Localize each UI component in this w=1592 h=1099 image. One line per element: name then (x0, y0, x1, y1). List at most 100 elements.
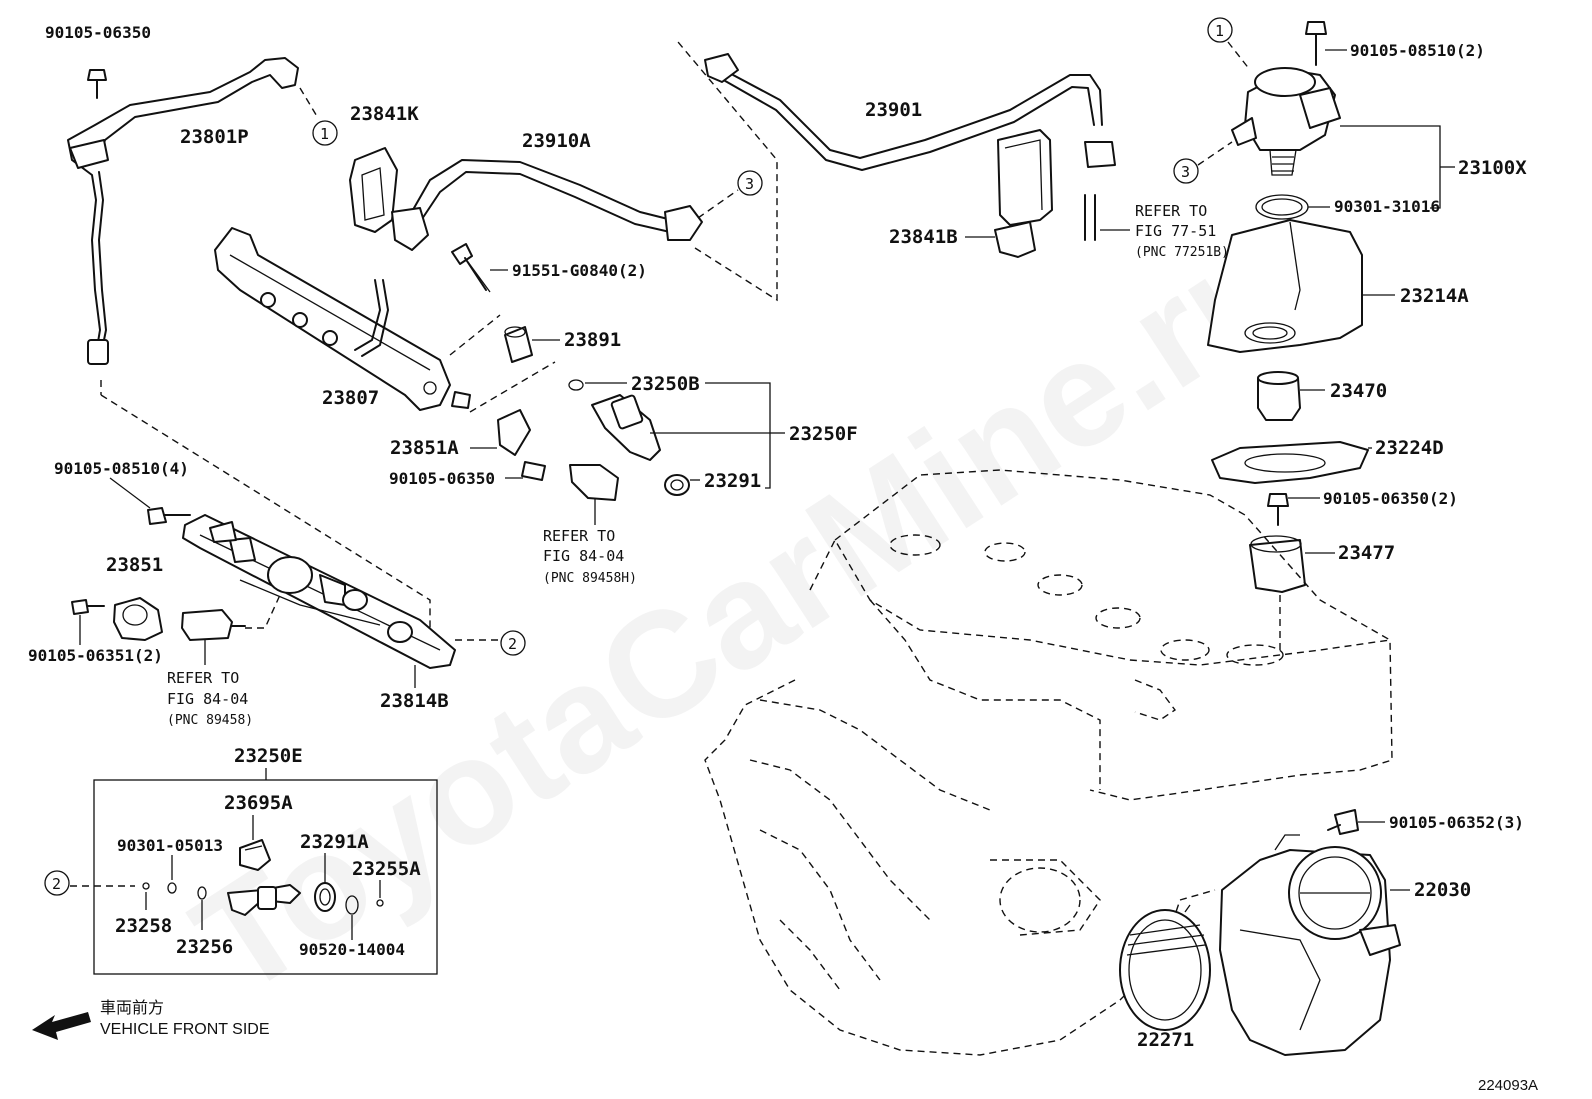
label-23100X[interactable]: 23100X (1458, 157, 1527, 179)
label-90105-06350-2[interactable]: 90105-06350(2) (1323, 489, 1458, 508)
clip-23695A[interactable] (239, 839, 271, 871)
label-23291A[interactable]: 23291A (300, 831, 369, 853)
svg-text:3: 3 (1181, 163, 1190, 181)
refer-note-line3: (PNC 77251B) (1135, 245, 1229, 260)
label-90105-06351[interactable]: 90105-06351(2) (28, 646, 163, 665)
seal-23291A[interactable] (314, 882, 336, 912)
label-23807[interactable]: 23807 (322, 387, 379, 409)
label-23901[interactable]: 23901 (865, 99, 922, 121)
dash-line (449, 314, 501, 356)
label-23470[interactable]: 23470 (1330, 380, 1387, 402)
bolt-90105-06350-top[interactable] (87, 69, 107, 99)
gasket-22271[interactable] (1119, 904, 1211, 1031)
label-23250B[interactable]: 23250B (631, 373, 700, 395)
ring-23256[interactable] (197, 886, 207, 900)
injector-23250F[interactable] (591, 394, 661, 461)
label-90301-31016[interactable]: 90301-31016 (1334, 197, 1440, 216)
ring-23258[interactable] (142, 882, 150, 890)
label-90105-08510-2[interactable]: 90105-08510(2) (1350, 41, 1485, 60)
ref-circle-3: 3 (737, 170, 763, 196)
pipe-23801P[interactable] (67, 57, 299, 365)
hose-23910A[interactable] (391, 159, 703, 251)
bracket-23250F (705, 382, 771, 489)
label-90105-06350-top[interactable]: 90105-06350 (45, 23, 151, 42)
bolt-90105-06350-2[interactable] (1267, 493, 1289, 526)
label-22271[interactable]: 22271 (1137, 1029, 1194, 1051)
bolt-90105-06352[interactable] (1327, 809, 1359, 835)
label-22030[interactable]: 22030 (1414, 879, 1471, 901)
refer-note-line2: FIG 84-04 (543, 547, 624, 565)
refer-note-fig7751: REFER TO FIG 77-51 (PNC 77251B) (1135, 202, 1229, 260)
gasket-23224D[interactable] (1211, 441, 1369, 484)
hose-77251B[interactable] (1084, 194, 1096, 241)
label-23801P[interactable]: 23801P (180, 126, 249, 148)
bolt-90105-06350-mid[interactable] (521, 461, 546, 481)
label-91551-G0840[interactable]: 91551-G0840(2) (512, 261, 647, 280)
label-23891[interactable]: 23891 (564, 329, 621, 351)
svg-text:3: 3 (745, 175, 754, 193)
bracket-23214A[interactable] (1207, 219, 1363, 353)
oring-23250B[interactable] (568, 379, 584, 391)
label-23291[interactable]: 23291 (704, 470, 761, 492)
label-23250E[interactable]: 23250E (234, 745, 303, 767)
injector-kit[interactable] (227, 884, 301, 916)
front-note-jp: 車両前方 (100, 999, 164, 1017)
vehicle-front-arrow (32, 1012, 91, 1040)
bolt-90105-08510-2[interactable] (1305, 21, 1327, 66)
label-90105-08510-4[interactable]: 90105-08510(4) (54, 459, 189, 478)
label-23841K[interactable]: 23841K (350, 103, 419, 125)
kit-box-23250E (93, 768, 438, 975)
valve-23841B[interactable] (994, 129, 1053, 258)
label-23851[interactable]: 23851 (106, 554, 163, 576)
oring-90301-31016[interactable] (1255, 194, 1309, 220)
label-23910A[interactable]: 23910A (522, 130, 591, 152)
hose-23901[interactable] (704, 53, 1116, 171)
ring-90301-05013[interactable] (167, 882, 177, 894)
label-23256[interactable]: 23256 (176, 936, 233, 958)
label-23477[interactable]: 23477 (1338, 542, 1395, 564)
label-23255A[interactable]: 23255A (352, 858, 421, 880)
delivery-pipe-23814B[interactable] (182, 514, 456, 669)
label-23250F[interactable]: 23250F (789, 423, 858, 445)
label-23258[interactable]: 23258 (115, 915, 172, 937)
throttle-body-22030[interactable] (1219, 834, 1401, 1056)
label-90301-05013[interactable]: 90301-05013 (117, 836, 223, 855)
sensor-89458[interactable] (181, 609, 246, 641)
bolt-90105-08510-4[interactable] (147, 507, 191, 525)
bolt-90105-06351[interactable] (71, 599, 105, 615)
lifter-23470[interactable] (1257, 371, 1301, 421)
label-23695A[interactable]: 23695A (224, 792, 293, 814)
cap-23851[interactable] (113, 597, 163, 641)
label-90520-14004[interactable]: 90520-14004 (299, 940, 405, 959)
housing-23477[interactable] (1249, 535, 1306, 593)
label-23814B[interactable]: 23814B (380, 690, 449, 712)
label-23214A[interactable]: 23214A (1400, 285, 1469, 307)
label-23851A[interactable]: 23851A (390, 437, 459, 459)
part-labels: 90105-06350 23801P 23841K 23910A 23901 2… (28, 23, 1527, 1051)
label-90105-06352[interactable]: 90105-06352(3) (1389, 813, 1524, 832)
ref-circle-3: 3 (1173, 158, 1199, 184)
dash-line (697, 189, 739, 219)
ref-circle-2: 2 (500, 630, 526, 656)
dash-line (299, 87, 319, 119)
clip-23851A[interactable] (497, 409, 531, 456)
oring-90520-14004[interactable] (345, 895, 359, 915)
refer-note-line1: REFER TO (1135, 202, 1207, 220)
svg-text:2: 2 (508, 635, 517, 653)
bolt-91551-G0840[interactable] (451, 243, 491, 293)
dash-line (1197, 141, 1233, 166)
front-note-en: VEHICLE FRONT SIDE (100, 1021, 270, 1038)
label-23224D[interactable]: 23224D (1375, 437, 1444, 459)
bushing-23891[interactable] (504, 326, 533, 363)
sensor-89458H[interactable] (569, 464, 619, 501)
refer-note-line2: FIG 77-51 (1135, 222, 1216, 240)
label-90105-06350-mid[interactable]: 90105-06350 (389, 469, 495, 488)
seal-23291[interactable] (664, 474, 690, 496)
fuel-pump-23100X[interactable] (1231, 67, 1341, 176)
delivery-pipe-23807[interactable] (214, 227, 471, 411)
connector-23841K[interactable] (349, 147, 398, 233)
ring-23255A[interactable] (376, 899, 384, 907)
svg-text:1: 1 (320, 125, 329, 143)
label-23841B[interactable]: 23841B (889, 226, 958, 248)
leader-line (109, 477, 151, 509)
